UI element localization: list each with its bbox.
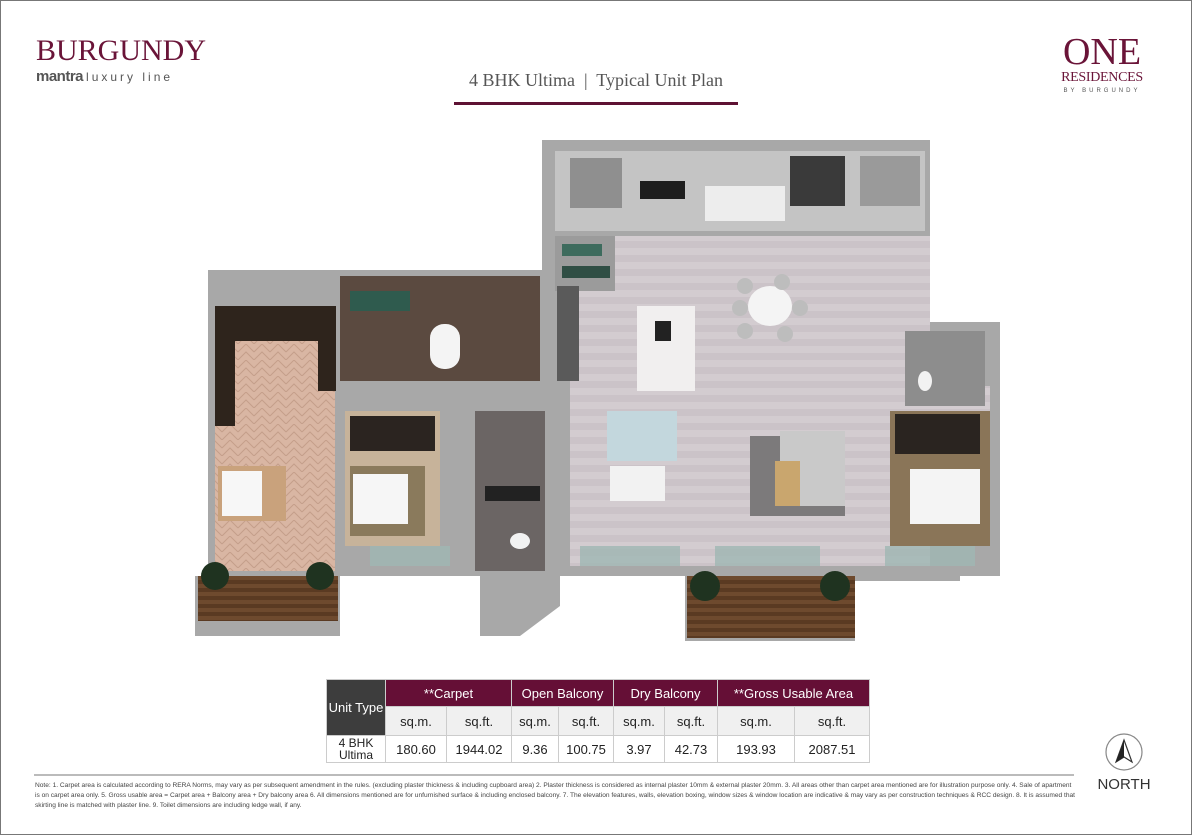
open-balcony-sqft: 100.75	[558, 735, 614, 763]
unit-type-header: Unit Type	[326, 679, 386, 736]
compass-icon	[1105, 733, 1143, 771]
sub-header: sq.ft.	[446, 706, 512, 736]
dry-balcony-sqm: 3.97	[613, 735, 665, 763]
disclaimer-note: Note: 1. Carpet area is calculated accor…	[35, 782, 1075, 809]
area-table: Unit Type **Carpet Open Balcony Dry Balc…	[326, 679, 870, 763]
logo-residences: RESIDENCES	[1061, 70, 1143, 85]
sub-header: sq.m.	[385, 706, 447, 736]
tagline: luxury line	[86, 70, 174, 84]
divider	[34, 774, 1074, 776]
sub-header: sq.m.	[613, 706, 665, 736]
sub-brand: mantra	[36, 68, 84, 85]
unit-type-value: 4 BHK Ultima	[326, 735, 386, 763]
logo-one: ONE	[1062, 31, 1142, 73]
one-residences-logo: ONE RESIDENCES BY BURGUNDY	[1054, 31, 1150, 94]
sub-header: sq.m.	[511, 706, 559, 736]
dry-balcony-sqft: 42.73	[664, 735, 718, 763]
north-indicator: NORTH	[1094, 732, 1154, 793]
title-underline	[454, 102, 738, 105]
gross-usable-sqft: 2087.51	[794, 735, 870, 763]
page-title: 4 BHK Ultima | Typical Unit Plan	[469, 70, 723, 90]
open-balcony-sqm: 9.36	[511, 735, 559, 763]
sub-header: sq.ft.	[558, 706, 614, 736]
logo-by: BY BURGUNDY	[1063, 88, 1141, 94]
sub-header: sq.ft.	[794, 706, 870, 736]
table-row: 4 BHK Ultima 180.60 1944.02 9.36 100.75 …	[326, 735, 870, 763]
sub-header: sq.m.	[717, 706, 795, 736]
north-label: NORTH	[1097, 776, 1151, 793]
gross-usable-header: **Gross Usable Area	[717, 679, 870, 707]
carpet-sqm: 180.60	[385, 735, 447, 763]
open-balcony-header: Open Balcony	[511, 679, 614, 707]
gross-usable-sqm: 193.93	[717, 735, 795, 763]
dry-balcony-header: Dry Balcony	[613, 679, 718, 707]
sub-header: sq.ft.	[664, 706, 718, 736]
carpet-sqft: 1944.02	[446, 735, 512, 763]
brand-name: BURGUNDY	[36, 34, 207, 67]
floor-plan-illustration	[195, 140, 1000, 641]
carpet-header: **Carpet	[385, 679, 512, 707]
